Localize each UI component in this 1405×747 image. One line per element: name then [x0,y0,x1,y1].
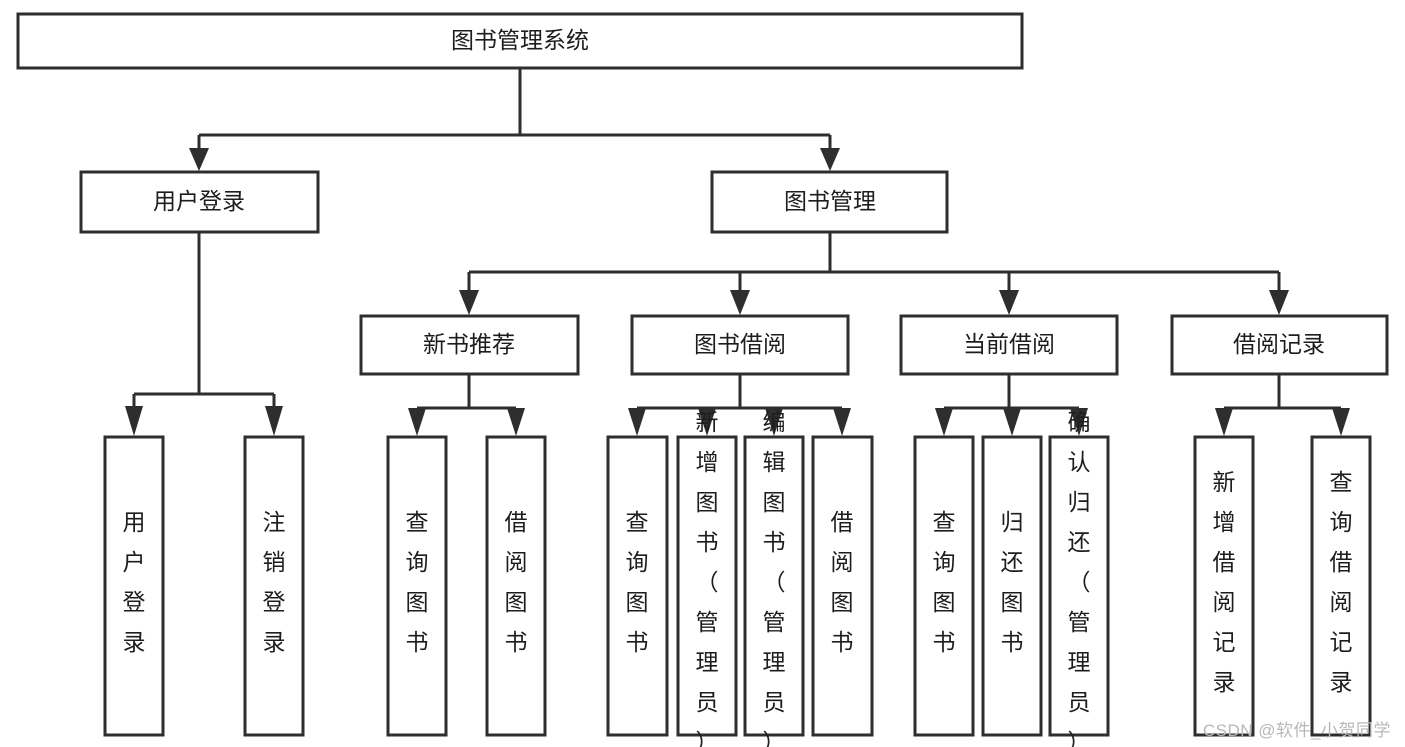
leaf-query-borrow-record-label: 查询借阅记录 [1330,469,1353,695]
leaf-confirm-return-admin-box [1048,435,1110,737]
node-user-login-label: 用户登录 [153,188,245,214]
leaf-user-login-box [103,435,165,737]
leaf-edit-book-admin-box [743,435,805,737]
node-user-login[interactable]: 用户登录 [79,170,320,234]
arrow-head-leaf-confirm-return [1070,408,1088,436]
arrow-head-leaf-borrow-book-2 [833,408,851,436]
arrow-head-leaf-query-book-1 [408,408,426,436]
leaf-borrow-book-rec-label: 借阅图书 [505,509,528,655]
leaf-query-book-rec-label: 查询图书 [406,509,429,655]
arrow-head-borrow-record [1269,290,1289,315]
leaf-edit-book-admin-label: 编辑图书（管理员） [763,409,786,747]
leaf-add-borrow-record-label: 新增借阅记录 [1213,469,1236,695]
leaf-edit-book-admin[interactable]: 编辑图书（管理员） [743,409,805,747]
leaf-query-book-borrow-box [606,435,669,737]
node-book-management[interactable]: 图书管理 [710,170,949,234]
leaf-borrow-book[interactable]: 借阅图书 [811,435,874,737]
node-new-book-recommend[interactable]: 新书推荐 [359,314,580,376]
leaf-return-book[interactable]: 归还图书 [981,435,1043,737]
arrow-head-leaf-borrow-book-1 [507,408,525,436]
leaf-query-book-current[interactable]: 查询图书 [913,435,975,737]
node-new-book-recommend-box [359,314,580,376]
leaf-query-book-borrow-label: 查询图书 [626,509,649,655]
leaf-user-login[interactable]: 用户登录 [103,435,165,737]
leaf-add-book-admin[interactable]: 新增图书（管理员） [676,409,738,747]
connector-layer [125,68,1350,436]
arrow-head-leaf-logout [265,406,283,436]
arrow-head-leaf-query-book-3 [935,408,953,436]
leaf-borrow-book-label: 借阅图书 [831,509,854,655]
node-current-borrow[interactable]: 当前借阅 [899,314,1119,376]
node-root-system-box [16,12,1024,70]
leaf-confirm-return-admin-label: 确认归还（管理员） [1068,409,1091,747]
leaf-query-book-current-label: 查询图书 [933,509,956,655]
node-root-system-label: 图书管理系统 [451,27,589,53]
leaf-query-book-rec-box [386,435,448,737]
arrow-head-leaf-add-record [1215,408,1233,436]
arrow-head-user-login [189,148,209,171]
leaf-query-borrow-record-box [1310,435,1372,737]
leaf-confirm-return-admin[interactable]: 确认归还（管理员） [1048,409,1110,747]
node-root-system[interactable]: 图书管理系统 [16,12,1024,70]
leaf-logout-box [243,435,305,737]
node-book-borrow-label: 图书借阅 [694,331,786,357]
node-current-borrow-box [899,314,1119,376]
node-book-borrow[interactable]: 图书借阅 [630,314,850,376]
arrow-head-leaf-edit-book [765,408,783,436]
arrow-head-leaf-query-book-2 [628,408,646,436]
leaf-return-book-label: 归还图书 [1001,509,1024,655]
arrow-head-leaf-user-login [125,406,143,436]
leaf-borrow-book-rec-box [485,435,547,737]
leaf-borrow-book-rec[interactable]: 借阅图书 [485,435,547,737]
node-current-borrow-label: 当前借阅 [963,331,1055,357]
leaf-add-book-admin-box [676,435,738,737]
arrow-head-book-mgmt [820,148,840,171]
arrow-head-leaf-query-record [1332,408,1350,436]
arrow-head-current-borrow [999,290,1019,315]
leaf-add-borrow-record-box [1193,435,1255,737]
leaf-query-book-rec[interactable]: 查询图书 [386,435,448,737]
arrow-head-leaf-return-book [1003,408,1021,436]
node-book-management-box [710,170,949,234]
leaf-query-borrow-record[interactable]: 查询借阅记录 [1310,435,1372,737]
node-user-login-box [79,170,320,234]
arrow-head-new-book-rec [459,290,479,315]
leaf-return-book-box [981,435,1043,737]
leaf-logout[interactable]: 注销登录 [243,435,305,737]
node-new-book-recommend-label: 新书推荐 [423,331,515,357]
node-book-management-label: 图书管理 [784,188,876,214]
node-borrow-record[interactable]: 借阅记录 [1170,314,1389,376]
node-book-borrow-box [630,314,850,376]
leaf-add-borrow-record[interactable]: 新增借阅记录 [1193,435,1255,737]
leaf-logout-label: 注销登录 [263,509,286,655]
node-borrow-record-box [1170,314,1389,376]
node-borrow-record-label: 借阅记录 [1233,331,1325,357]
arrow-head-book-borrow [730,290,750,315]
leaf-user-login-label: 用户登录 [123,509,146,655]
leaf-query-book-borrow[interactable]: 查询图书 [606,435,669,737]
leaf-borrow-book-box [811,435,874,737]
leaf-add-book-admin-label: 新增图书（管理员） [696,409,719,747]
arrow-head-leaf-add-book [698,408,716,436]
leaf-query-book-current-box [913,435,975,737]
